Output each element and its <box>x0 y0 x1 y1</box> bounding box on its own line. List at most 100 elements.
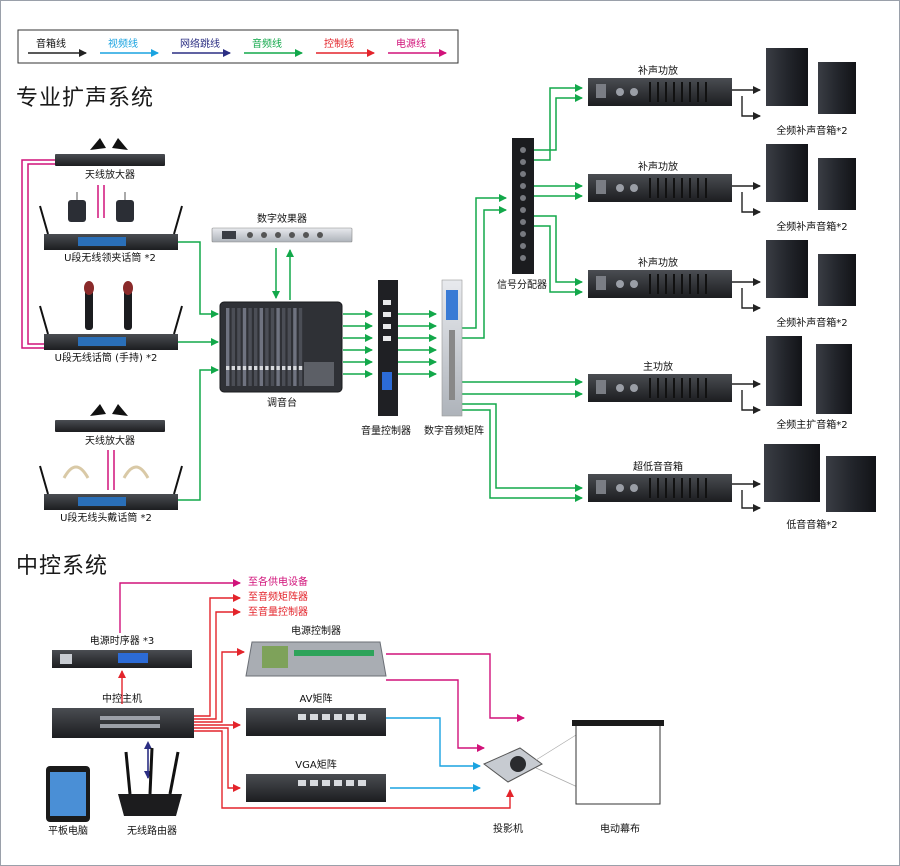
audio-line-mics <box>178 84 583 502</box>
power-line-antenna <box>21 159 115 490</box>
label-lavalier-mic: U段无线领夹话筒 *2 <box>64 253 156 264</box>
mixer-channel-strip <box>293 308 297 386</box>
label-fill-amp-2: 补声功放 <box>638 162 678 173</box>
label-handheld-mic: U段无线话筒 (手持) *2 <box>54 353 158 364</box>
effects-unit <box>211 227 353 243</box>
legend-label-5: 电源线 <box>396 39 426 50</box>
label-av-matrix: AV矩阵 <box>299 694 333 705</box>
section-title-audio: 专业扩声系统 <box>16 86 155 111</box>
splitter-knob <box>520 219 526 225</box>
speaker-pair-1 <box>766 48 856 114</box>
label-main-spk: 全频主扩音箱*2 <box>776 420 848 431</box>
splitter-knob <box>520 207 526 213</box>
splitter-knob <box>520 243 526 249</box>
label-vga-matrix: VGA矩阵 <box>295 760 337 771</box>
speaker-pair-3 <box>766 240 856 306</box>
label-fill-spk-1: 全频补声音箱*2 <box>776 126 848 137</box>
splitter-knob <box>520 171 526 177</box>
splitter-knob <box>520 183 526 189</box>
antenna-amplifier-1 <box>55 138 165 166</box>
handheld-receiver <box>39 281 183 350</box>
audio-matrix-rack <box>441 279 463 417</box>
mixer-channel-strip <box>276 308 280 386</box>
label-splitter: 信号分配器 <box>497 280 547 291</box>
label-effects: 数字效果器 <box>257 214 307 225</box>
splitter-knob <box>520 195 526 201</box>
label-sub-spk: 低音音箱*2 <box>786 520 838 531</box>
projection-screen <box>572 720 664 805</box>
label-antenna-amp-1: 天线放大器 <box>85 170 135 181</box>
legend-box <box>17 29 459 64</box>
speaker-pair-5 <box>764 444 876 512</box>
mixer-channel-strip <box>282 308 286 386</box>
label-screen: 电动幕布 <box>600 824 640 835</box>
power-amplifier-5 <box>588 474 732 502</box>
label-fill-amp-1: 补声功放 <box>638 66 678 77</box>
legend-label-1: 视频线 <box>108 39 138 50</box>
legend-label-4: 控制线 <box>324 39 354 50</box>
signal-splitter-rack <box>512 138 534 274</box>
speaker-pair-2 <box>766 144 856 210</box>
av-matrix-rack <box>246 708 386 736</box>
label-fill-spk-3: 全频补声音箱*2 <box>776 318 848 329</box>
label-power-ctrl: 电源控制器 <box>291 626 341 637</box>
mixer-channel-strip <box>270 308 275 386</box>
mixer-channel-strip <box>226 308 230 386</box>
power-amplifier-2 <box>588 174 732 202</box>
label-router: 无线路由器 <box>127 826 177 837</box>
mixer-channel-strip <box>287 308 291 386</box>
mixer-channel-strip <box>237 308 241 386</box>
label-fill-spk-2: 全频补声音箱*2 <box>776 222 848 233</box>
splitter-knob <box>520 255 526 261</box>
label-to-power: 至各供电设备 <box>248 577 308 588</box>
label-to-volume: 至音量控制器 <box>248 607 308 618</box>
tablet-device <box>46 766 90 822</box>
label-sub-amp: 超低音音箱 <box>633 462 683 473</box>
headset-receiver <box>39 465 183 510</box>
speaker-pair-4 <box>766 336 852 414</box>
label-fill-amp-3: 补声功放 <box>638 258 678 269</box>
label-antenna-amp-2: 天线放大器 <box>85 436 135 447</box>
mixer-channel-strip <box>265 308 269 386</box>
speaker-lines <box>732 86 761 512</box>
power-sequencer-rack <box>52 650 192 668</box>
power-amplifier-1 <box>588 78 732 106</box>
splitter-knob <box>520 231 526 237</box>
mixer-channel-strip <box>242 308 247 386</box>
projector-device <box>483 729 585 791</box>
wireless-router <box>118 747 182 816</box>
splitter-knob <box>520 159 526 165</box>
section-title-control: 中控系统 <box>16 554 109 579</box>
power-amplifier-3 <box>588 270 732 298</box>
label-host: 中控主机 <box>102 694 142 705</box>
label-projector: 投影机 <box>493 824 523 835</box>
label-main-amp: 主功放 <box>643 362 673 373</box>
antenna-amplifier-2 <box>55 404 165 432</box>
label-volume-ctrl: 音量控制器 <box>361 426 411 437</box>
label-mixer: 调音台 <box>267 398 297 409</box>
mixer-console <box>219 301 343 393</box>
legend-label-2: 网络跳线 <box>180 39 220 50</box>
mixer-channel-strip <box>298 308 303 386</box>
label-headset-mic: U段无线头戴话筒 *2 <box>60 513 152 524</box>
splitter-knob <box>520 147 526 153</box>
power-amplifier-4 <box>588 374 732 402</box>
legend-label-3: 音频线 <box>252 39 282 50</box>
vga-matrix-rack <box>246 774 386 802</box>
mixer-channel-strip <box>259 308 263 386</box>
label-tablet: 平板电脑 <box>48 826 88 837</box>
legend-label-0: 音箱线 <box>36 39 66 50</box>
central-controller-rack <box>52 708 194 738</box>
control-lines <box>118 579 525 809</box>
label-sequencer: 电源时序器 *3 <box>89 636 155 647</box>
lavalier-receiver <box>39 192 183 250</box>
mixer-channel-strip <box>254 308 258 386</box>
power-controller-box <box>245 641 387 677</box>
label-matrix: 数字音频矩阵 <box>424 426 484 437</box>
volume-controller-rack <box>378 280 398 416</box>
mixer-channel-strip <box>231 308 235 386</box>
label-to-audio-matrix: 至音频矩阵器 <box>248 592 308 603</box>
mixer-channel-strip <box>248 308 252 386</box>
